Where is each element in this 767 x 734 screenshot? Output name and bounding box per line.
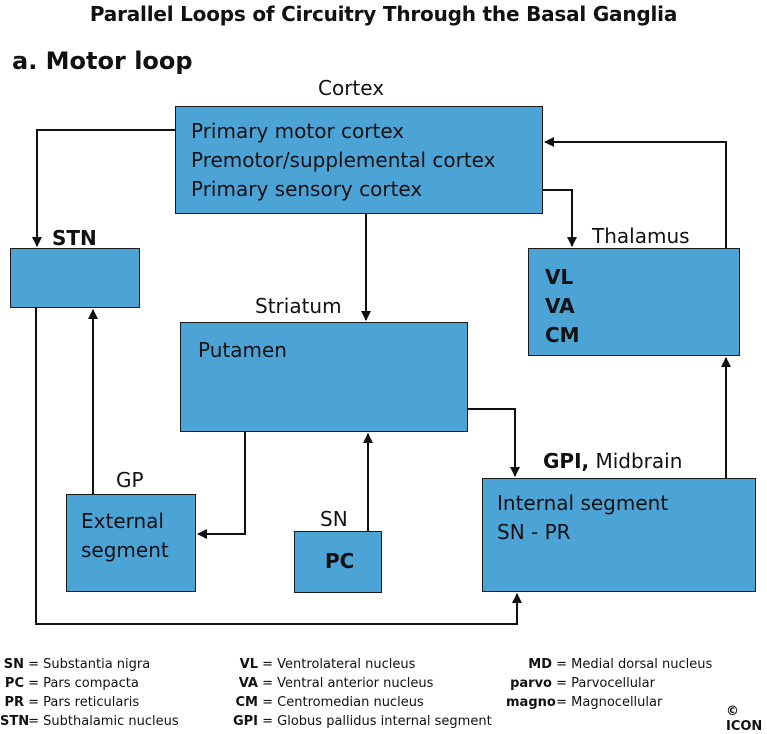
striatum-box: Putamen bbox=[180, 322, 468, 432]
diagram-subtitle: a. Motor loop bbox=[12, 47, 193, 75]
thalamus-label: Thalamus bbox=[592, 224, 690, 248]
arrow-thalamus-to-cortex bbox=[544, 137, 727, 248]
legend-item: CM = Centromedian nucleus bbox=[226, 693, 492, 712]
legend-column-1: SN = Substantia nigra PC = Pars compacta… bbox=[0, 655, 179, 731]
stn-label: STN bbox=[52, 226, 97, 250]
legend-def: = Medial dorsal nucleus bbox=[556, 657, 713, 672]
cortex-label: Cortex bbox=[318, 76, 385, 100]
legend-def: = Subthalamic nucleus bbox=[28, 714, 179, 729]
legend-item: VL = Ventrolateral nucleus bbox=[226, 655, 492, 674]
striatum-label: Striatum bbox=[255, 294, 342, 318]
thalamus-line-vl: VL bbox=[545, 265, 574, 289]
legend-def: = Parvocellular bbox=[556, 676, 655, 691]
legend-item: VA = Ventral anterior nucleus bbox=[226, 674, 492, 693]
copyright-logo: © ICON bbox=[726, 704, 763, 734]
putamen-text: Putamen bbox=[198, 338, 287, 362]
gpi-label-bold: GPI, bbox=[543, 449, 590, 473]
thalamus-line-cm: CM bbox=[545, 323, 580, 347]
thalamus-box: VL VA CM bbox=[528, 248, 740, 356]
legend-def: = Ventral anterior nucleus bbox=[262, 676, 434, 691]
legend-abbr: parvo bbox=[510, 676, 552, 691]
thalamus-line-va: VA bbox=[545, 294, 575, 318]
sn-pc-text: PC bbox=[325, 549, 355, 573]
gp-box: External segment bbox=[66, 494, 196, 592]
legend-item: GPI = Globus pallidus internal segment bbox=[226, 712, 492, 731]
arrow-stn-to-gpi bbox=[35, 308, 522, 625]
gp-line-1: External bbox=[81, 509, 164, 533]
sn-box: PC bbox=[294, 531, 382, 593]
cortex-box: Primary motor cortex Premotor/supplement… bbox=[175, 106, 543, 214]
legend-abbr: VA bbox=[238, 676, 258, 691]
cortex-line-2: Premotor/supplemental cortex bbox=[191, 148, 496, 172]
legend-abbr: STN bbox=[0, 714, 30, 729]
gpi-box: Internal segment SN - PR bbox=[482, 478, 756, 592]
gpi-line-1: Internal segment bbox=[497, 491, 669, 515]
gpi-label-rest: Midbrain bbox=[589, 449, 683, 473]
legend-column-2: VL = Ventrolateral nucleus VA = Ventral … bbox=[226, 655, 492, 731]
legend-abbr: SN bbox=[3, 657, 24, 672]
legend-abbr: MD bbox=[528, 657, 552, 672]
legend-item: magno = Magnocellular bbox=[506, 693, 712, 712]
arrow-cortex-to-thalamus bbox=[543, 189, 577, 247]
legend-item: PR = Pars reticularis bbox=[0, 693, 179, 712]
legend-abbr: PC bbox=[4, 676, 24, 691]
legend-def: = Pars compacta bbox=[28, 676, 139, 691]
sn-label: SN bbox=[320, 507, 348, 531]
arrow-striatum-to-gp bbox=[197, 432, 246, 539]
gp-label: GP bbox=[116, 468, 144, 492]
legend-abbr: magno bbox=[506, 695, 556, 710]
gp-line-2: segment bbox=[81, 538, 169, 562]
diagram-title: Parallel Loops of Circuitry Through the … bbox=[89, 2, 678, 26]
legend-column-3: MD = Medial dorsal nucleus parvo = Parvo… bbox=[506, 655, 712, 712]
legend-item: STN = Subthalamic nucleus bbox=[0, 712, 179, 731]
legend-def: = Magnocellular bbox=[556, 695, 663, 710]
legend-def: = Substantia nigra bbox=[28, 657, 151, 672]
cortex-line-1: Primary motor cortex bbox=[191, 119, 405, 143]
legend-item: parvo = Parvocellular bbox=[506, 674, 712, 693]
legend-abbr: VL bbox=[239, 657, 258, 672]
legend-item: PC = Pars compacta bbox=[0, 674, 179, 693]
legend-abbr: PR bbox=[4, 695, 24, 710]
legend-abbr: GPI bbox=[232, 714, 258, 729]
legend-def: = Centromedian nucleus bbox=[262, 695, 424, 710]
legend-item: SN = Substantia nigra bbox=[0, 655, 179, 674]
arrow-striatum-to-gpi bbox=[468, 408, 520, 477]
arrow-cortex-to-stn bbox=[32, 129, 175, 247]
legend-def: = Ventrolateral nucleus bbox=[262, 657, 416, 672]
legend-abbr: CM bbox=[235, 695, 258, 710]
gpi-label: GPI, Midbrain bbox=[543, 449, 682, 473]
gpi-line-2: SN - PR bbox=[497, 520, 571, 544]
stn-box bbox=[10, 248, 140, 308]
legend-def: = Pars reticularis bbox=[28, 695, 140, 710]
cortex-line-3: Primary sensory cortex bbox=[191, 177, 423, 201]
legend-def: = Globus pallidus internal segment bbox=[262, 714, 492, 729]
legend-item: MD = Medial dorsal nucleus bbox=[506, 655, 712, 674]
